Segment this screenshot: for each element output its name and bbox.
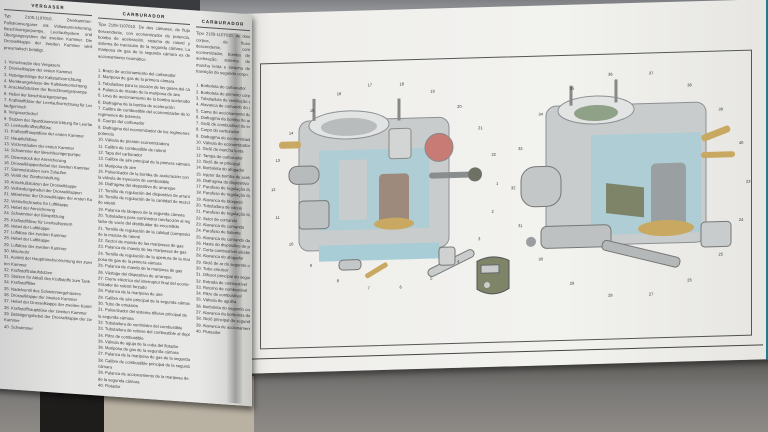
part-callout-number: 2 xyxy=(491,209,494,215)
part-callout-number: 17 xyxy=(367,82,372,88)
legend-column-spanish: CARBURADOR Tipo 2105-1107010. De dos cám… xyxy=(98,9,190,396)
intro-paragraph: Tipo 2105-1107010. De dos cámaras, de fl… xyxy=(98,21,190,62)
part-callout-number: 14 xyxy=(288,130,294,136)
carburetor-cutaway-right-illustration xyxy=(520,79,735,268)
part-callout-number: 30 xyxy=(538,256,543,262)
part-callout-number: 12 xyxy=(271,186,276,192)
part-callout-number: 9 xyxy=(309,262,313,268)
part-callout-number: 1 xyxy=(496,180,499,186)
carburetor-cutaway-left-illustration xyxy=(279,98,482,279)
part-callout-number: 4 xyxy=(457,258,460,264)
mounting-bracket-illustration xyxy=(476,256,510,295)
part-callout-number: 36 xyxy=(608,71,613,77)
part-callout-number: 35 xyxy=(569,85,575,91)
parts-list: 1. Brazo de accionamiento del carburador… xyxy=(98,68,190,396)
part-callout-number: 15 xyxy=(309,107,315,114)
column-heading: CARBURADOR xyxy=(196,18,250,32)
part-callout-number: 29 xyxy=(569,280,575,286)
intro-paragraph: Typ 2105-1107010. Zweikammer-Fallstromve… xyxy=(4,13,92,53)
part-callout-number: 20 xyxy=(457,103,462,109)
part-callout-number: 40 xyxy=(738,139,744,146)
part-callout-number: 21 xyxy=(478,125,483,131)
part-callout-number: 22 xyxy=(491,151,496,157)
book-gutter-shadow xyxy=(226,32,242,404)
part-callout-number: 28 xyxy=(608,292,613,298)
part-callout-number: 18 xyxy=(399,81,404,87)
part-callout-number: 5 xyxy=(430,275,433,281)
part-callout-number: 38 xyxy=(687,82,692,88)
part-callout-number: 33 xyxy=(518,146,523,152)
part-callout-number: 26 xyxy=(687,277,692,283)
part-callout-number: 11 xyxy=(275,215,280,221)
part-callout-number: 34 xyxy=(538,111,543,117)
part-callout-number: 25 xyxy=(718,251,723,257)
part-callout-number: 39 xyxy=(718,106,723,112)
part-callout-number: 32 xyxy=(511,184,516,190)
part-callout-number: 3 xyxy=(478,236,481,242)
legend-column-german: VERGASER Typ 2105-1107010. Zweikammer-Fa… xyxy=(4,0,92,336)
part-callout-number: 6 xyxy=(399,284,402,290)
part-callout-number: 31 xyxy=(518,223,523,229)
part-callout-number: 24 xyxy=(738,216,744,222)
fuel-inlet-fitting-illustration xyxy=(427,246,475,277)
part-callout-number: 10 xyxy=(288,241,294,247)
part-callout-number: 7 xyxy=(367,285,370,291)
part-callout-number: 27 xyxy=(648,291,654,297)
part-callout-number: 13 xyxy=(275,157,280,163)
part-callout-number: 8 xyxy=(336,277,339,283)
part-callout-number: 37 xyxy=(648,70,654,76)
part-callout-number: 16 xyxy=(336,91,342,97)
part-callout-number: 19 xyxy=(430,88,435,94)
left-page-parts-legend: VERGASER Typ 2105-1107010. Zweikammer-Fa… xyxy=(0,0,252,407)
part-callout-number: 23 xyxy=(746,178,751,184)
